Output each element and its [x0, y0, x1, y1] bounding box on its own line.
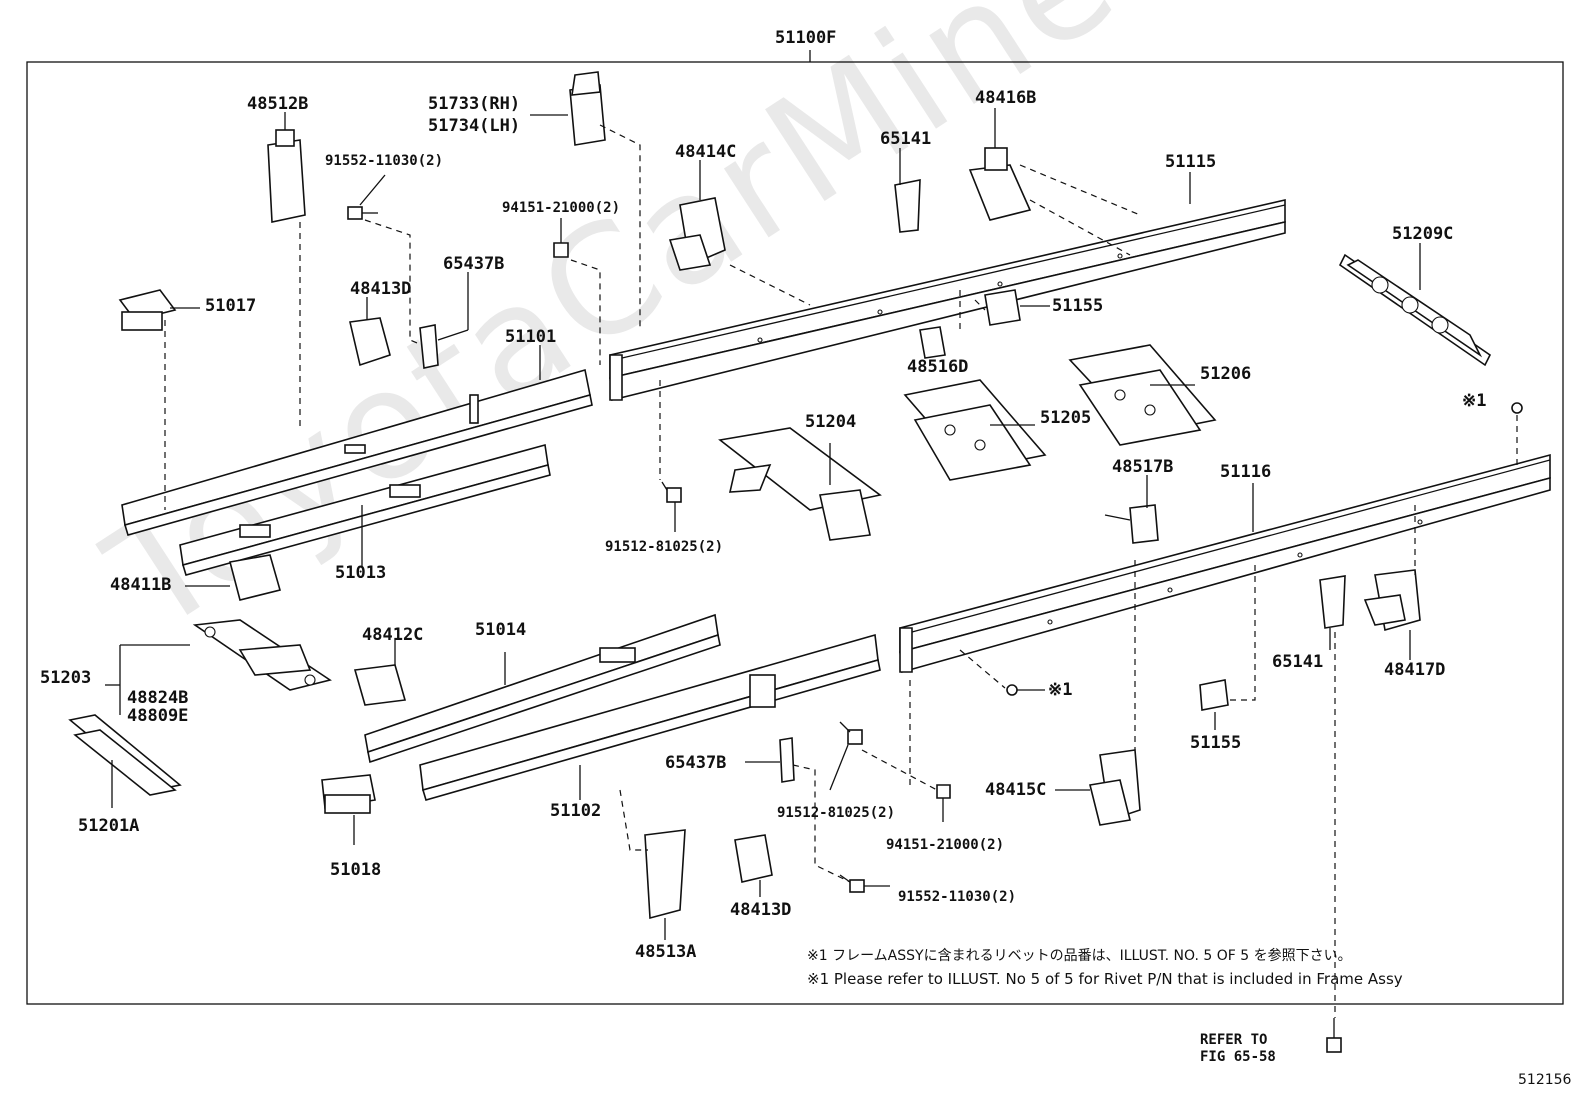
label-48412C: 48412C: [362, 625, 424, 645]
label-48414C: 48414C: [675, 142, 737, 162]
label-51102: 51102: [550, 801, 602, 821]
note-japanese: ※1 フレームASSYに含まれるリベットの品番は、ILLUST. NO. 5 O…: [807, 948, 1352, 964]
refer-to-line1: REFER TO: [1200, 1032, 1268, 1048]
label-48512B: 48512B: [247, 94, 309, 114]
part-48412C: [353, 664, 407, 706]
part-48416B: [968, 147, 1032, 221]
part-51733-51734: [569, 71, 606, 146]
label-mark1-upper: ※1: [1462, 391, 1487, 411]
label-51115: 51115: [1165, 152, 1217, 172]
label-mark1-lower: ※1: [1048, 680, 1073, 700]
label-51018: 51018: [330, 860, 382, 880]
label-51155-upper: 51155: [1052, 296, 1104, 316]
label-65437B-upper: 65437B: [443, 254, 505, 274]
part-94151-lower-nut: [936, 784, 951, 799]
part-48516D: [919, 326, 946, 359]
part-48411B: [229, 554, 281, 601]
label-91552-upper: 91552-11030(2): [325, 153, 444, 169]
label-51155-lower: 51155: [1190, 733, 1242, 753]
label-65141-lower: 65141: [1272, 652, 1324, 672]
label-51014: 51014: [475, 620, 527, 640]
part-65141-upper: [894, 179, 921, 233]
part-51115: [609, 198, 1286, 402]
label-48413D-lower: 48413D: [730, 900, 792, 920]
ref-bolt: [1326, 1018, 1342, 1053]
figure-number: 512156: [1518, 1072, 1572, 1088]
part-91552-upper-bolt: [347, 206, 378, 220]
label-65437B-lower: 65437B: [665, 753, 727, 773]
part-91512-upper-bolt: [661, 481, 682, 503]
label-51205: 51205: [1040, 408, 1092, 428]
part-51155-upper: [984, 289, 1021, 326]
label-94151-upper: 94151-21000(2): [502, 200, 621, 216]
part-48415C: [1089, 749, 1141, 826]
part-65437B-upper: [419, 324, 439, 369]
label-51201A: 51201A: [78, 816, 140, 836]
label-48516D: 48516D: [907, 357, 969, 377]
label-48824B: 48824B: [127, 688, 189, 708]
label-48415C: 48415C: [985, 780, 1047, 800]
label-91512-lower: 91512-81025(2): [777, 805, 896, 821]
label-51209C: 51209C: [1392, 224, 1454, 244]
rivet-upper: [1511, 402, 1523, 414]
part-51201A: [68, 714, 182, 796]
part-51206: [1068, 344, 1217, 446]
label-48416B: 48416B: [975, 88, 1037, 108]
part-48413D-upper: [349, 317, 391, 367]
part-48513A: [644, 829, 686, 920]
part-65141-lower: [1319, 575, 1346, 629]
label-51100F: 51100F: [775, 28, 837, 48]
label-51733: 51733(RH): [428, 94, 521, 114]
assembly-frame-border: [26, 61, 1564, 1005]
part-65437B-lower: [779, 737, 795, 783]
label-48417D: 48417D: [1384, 660, 1446, 680]
label-51013: 51013: [335, 563, 387, 583]
part-48417D: [1363, 569, 1421, 632]
part-51013: [179, 443, 551, 576]
label-65141-upper: 65141: [880, 129, 932, 149]
part-51017: [118, 289, 177, 331]
part-51116: [899, 453, 1551, 674]
label-94151-lower: 94151-21000(2): [886, 837, 1005, 853]
label-51206: 51206: [1200, 364, 1252, 384]
part-94151-upper-nut: [553, 242, 569, 258]
label-51116: 51116: [1220, 462, 1272, 482]
part-51102: [419, 633, 881, 801]
label-51203: 51203: [40, 668, 92, 688]
part-48512B: [267, 129, 306, 223]
label-48413D-upper: 48413D: [350, 279, 412, 299]
part-51014: [364, 613, 721, 764]
part-91512-lower-bolt: [839, 721, 863, 745]
label-51734: 51734(LH): [428, 116, 521, 136]
part-48414C: [668, 197, 726, 271]
label-48809E: 48809E: [127, 706, 189, 726]
part-51018: [321, 774, 376, 814]
part-48517B: [1104, 504, 1159, 544]
label-51204: 51204: [805, 412, 857, 432]
refer-to-line2: FIG 65-58: [1200, 1049, 1276, 1065]
rivet-lower: [1006, 684, 1018, 696]
part-91552-lower-bolt: [839, 874, 865, 893]
part-51204: [718, 427, 882, 541]
part-51205: [903, 379, 1047, 481]
part-48413D-lower: [734, 834, 773, 883]
part-51101: [121, 368, 593, 536]
part-51203: [192, 619, 332, 691]
label-48513A: 48513A: [635, 942, 697, 962]
label-51017: 51017: [205, 296, 257, 316]
part-51155-lower: [1199, 679, 1229, 711]
part-51209C: [1338, 253, 1492, 367]
label-51101: 51101: [505, 327, 557, 347]
label-91512-upper: 91512-81025(2): [605, 539, 724, 555]
label-48517B: 48517B: [1112, 457, 1174, 477]
label-48411B: 48411B: [110, 575, 172, 595]
label-91552-lower: 91552-11030(2): [898, 889, 1017, 905]
note-english: ※1 Please refer to ILLUST. No 5 of 5 for…: [807, 970, 1403, 988]
